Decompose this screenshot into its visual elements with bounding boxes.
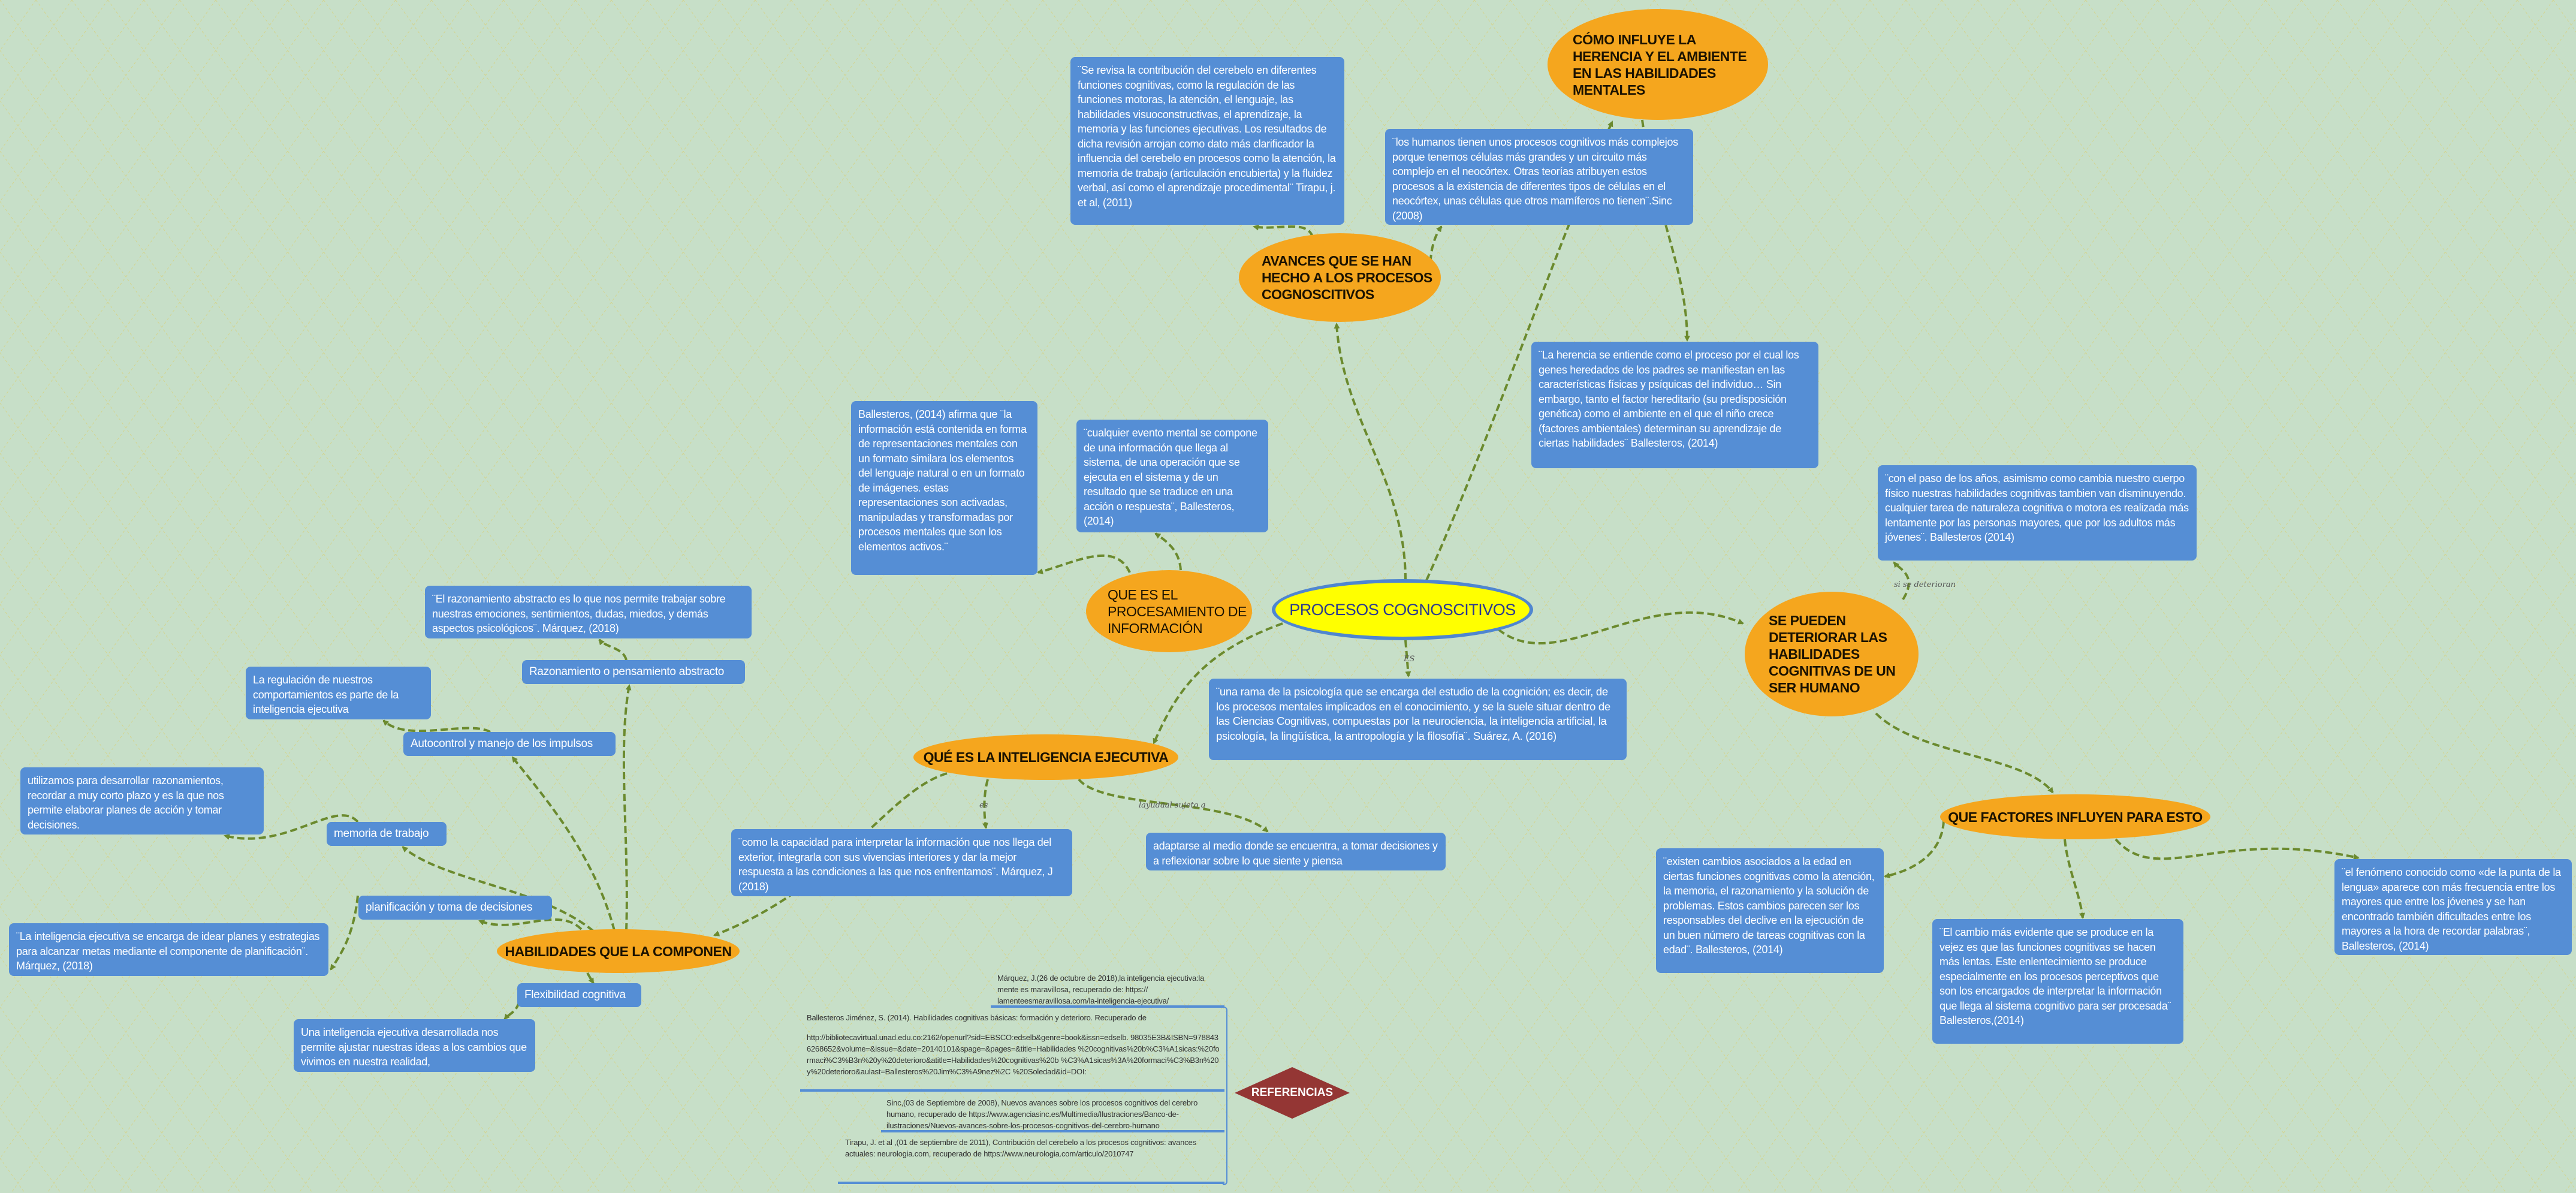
topic-factores-label: QUE FACTORES INFLUYEN PARA ESTO [1948,809,2203,825]
reference-tirapu[interactable]: Tirapu, J. et al ,(01 de septiembre de 2… [845,1138,1196,1158]
node-razonamiento[interactable]: Razonamiento o pensamiento abstracto [522,660,745,684]
topic-habilidades-label: HABILIDADES QUE LA COMPONEN [505,943,732,959]
reference-sinc[interactable]: Sinc,(03 de Septiembre de 2008), Nuevos … [886,1098,1198,1130]
topic-inteligencia-label: QUÉ ES LA INTELIGENCIA EJECUTIVA [923,749,1169,765]
note-regulacion[interactable]: La regulación de nuestros comportamiento… [246,667,431,719]
note-herencia[interactable]: ¨La herencia se entiende como el proceso… [1531,342,1818,468]
diamond-shape [1235,1067,1350,1119]
link-label-deterioran: si se deterioran [1894,580,1956,589]
reference-ballesteros-url[interactable]: http://bibliotecavirtual.unad.edu.co:216… [807,1033,1220,1076]
node-planificacion[interactable]: planificación y toma de decisiones [358,896,552,920]
note-planes[interactable]: ¨La inteligencia ejecutiva se encarga de… [9,923,328,976]
note-adaptarse[interactable]: adaptarse al medio donde se encuentra, a… [1146,833,1446,870]
reference-marquez[interactable]: Márquez, J.(26 de octubre de 2018),la in… [997,974,1205,1005]
note-humanos[interactable]: ¨los humanos tienen unos procesos cognit… [1385,129,1693,225]
note-fenomeno[interactable]: ¨el fenómeno conocido como «de la punta … [2334,859,2572,955]
node-autocontrol[interactable]: Autocontrol y manejo de los impulsos [403,732,616,756]
topic-inteligencia-ejecutiva[interactable]: QUÉ ES LA INTELIGENCIA EJECUTIVA [913,734,1178,780]
reference-divider [838,1182,1224,1184]
note-ajustar[interactable]: Una inteligencia ejecutiva desarrollada … [294,1019,535,1072]
note-paso-anos[interactable]: ¨con el paso de los años, asimismo como … [1878,465,2197,561]
reference-divider [800,1089,1224,1092]
references-bracket [1223,1007,1227,1185]
topic-habilidades[interactable]: HABILIDADES QUE LA COMPONEN [497,929,740,973]
reference-divider [881,1130,1224,1132]
note-razonamiento-quote[interactable]: ¨El razonamiento abstracto es lo que nos… [425,586,752,638]
central-topic[interactable]: PROCESOS COGNOSCITIVOS [1272,579,1533,640]
reference-divider [991,1005,1224,1008]
note-evento-mental[interactable]: ¨cualquier evento mental se compone de u… [1076,420,1268,532]
topic-factores[interactable]: QUE FACTORES INFLUYEN PARA ESTO [1940,794,2210,839]
note-rama-psicologia[interactable]: ¨una rama de la psicología que se encarg… [1209,679,1627,760]
note-ballesteros[interactable]: Ballesteros, (2014) afirma que ¨la infor… [851,401,1037,575]
reference-ballesteros-title: Ballesteros Jiménez, S. (2014). Habilida… [807,1013,1147,1022]
node-flexibilidad[interactable]: Flexibilidad cognitiva [517,983,641,1007]
references-node[interactable]: REFERENCIAS [1233,1066,1351,1120]
note-cambios-edad[interactable]: ¨existen cambios asociados a la edad en … [1656,848,1884,973]
link-label-es-lower: es [979,801,988,810]
node-memoria-trabajo[interactable]: memoria de trabajo [327,822,447,846]
reference-ballesteros[interactable]: Ballesteros Jiménez, S. (2014). Habilida… [807,1012,1220,1077]
note-utilizamos[interactable]: utilizamos para desarrollar razonamiento… [20,767,264,835]
note-capacidad[interactable]: ¨como la capacidad para interpretar la i… [731,829,1072,896]
central-topic-label: PROCESOS COGNOSCITIVOS [1289,601,1516,619]
note-cambio-evidente[interactable]: ¨El cambio más evidente que se produce e… [1932,919,2183,1044]
link-label-es-upper: ES [1404,655,1415,664]
link-label-ayuda: layudaal sujeto a [1139,801,1206,810]
references-label: REFERENCIAS [1251,1086,1334,1099]
note-cerebelo[interactable]: ¨Se revisa la contribución del cerebelo … [1070,57,1344,225]
